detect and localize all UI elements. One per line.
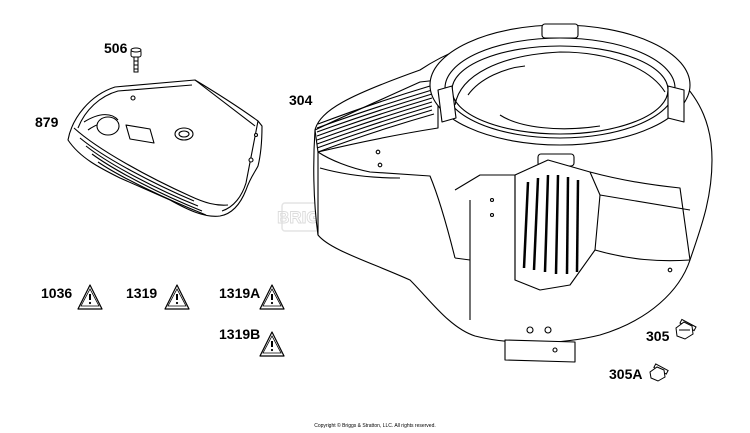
screw-305a [649,363,669,382]
blower-housing-304 [313,23,713,363]
part-label-1319b: 1319B [219,326,261,342]
screw-305 [675,318,697,340]
cover-879 [67,79,263,217]
warning-decal-1319a [259,284,285,310]
part-label-1036: 1036 [41,285,73,301]
copyright-notice: Copyright © Briggs & Stratton, LLC. All … [314,423,436,429]
part-label-305: 305 [646,328,670,344]
warning-decal-1036 [77,284,103,310]
screw-506 [130,47,142,73]
warning-decal-1319 [164,284,190,310]
part-label-506: 506 [104,40,128,56]
part-label-304: 304 [289,92,313,108]
part-label-879: 879 [35,114,59,130]
warning-decal-1319b [259,331,285,357]
part-label-1319: 1319 [126,285,158,301]
part-label-1319a: 1319A [219,285,261,301]
part-label-305a: 305A [609,366,643,382]
